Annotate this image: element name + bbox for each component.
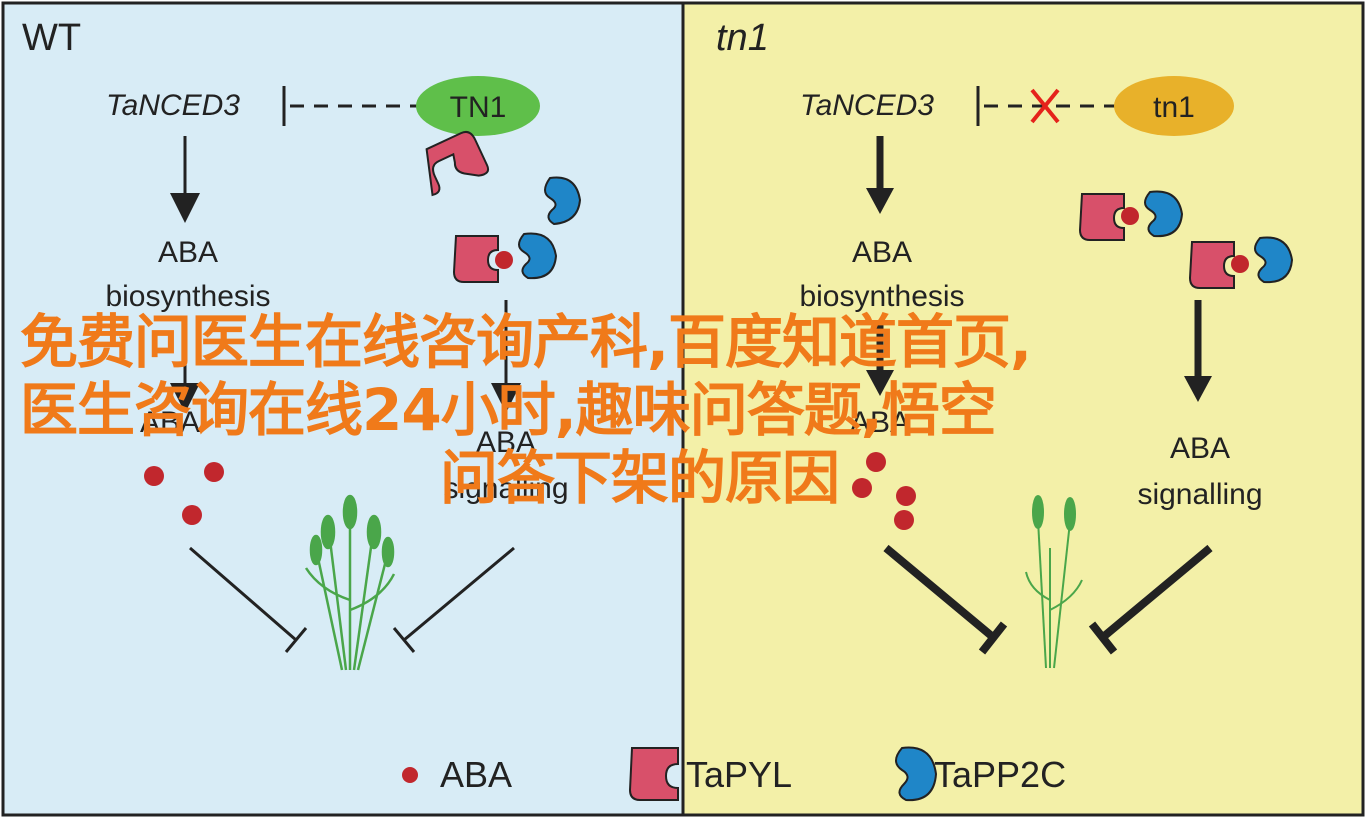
tn1-panel — [681, 1, 1365, 817]
tn1-wheat-plant-icon — [1025, 495, 1083, 669]
wt-aba-dot-2 — [204, 462, 224, 482]
wt-gene-label: TaNCED3 — [106, 89, 240, 122]
legend-aba-dot-icon — [402, 767, 418, 783]
overlay-line-3: 问答下架的原因 — [440, 444, 840, 512]
wt-aba-dot-3 — [182, 505, 202, 525]
wt-panel — [1, 1, 685, 817]
wt-pyl-bound-icon — [452, 235, 499, 283]
tn1-mutant-protein — [1114, 76, 1234, 136]
tn1-panel-title: tn1 — [716, 17, 769, 59]
wt-inhibit-right — [392, 546, 515, 653]
overlay-line-2: 医生咨询在线24小时,趣味问答题,悟空 — [20, 376, 997, 444]
tn1-gene-label: TaNCED3 — [800, 89, 934, 122]
legend-pyl-icon — [628, 747, 679, 801]
tn1-aba-dot-4 — [894, 510, 914, 530]
legend-pp2c-label: TaPP2C — [934, 754, 1066, 795]
tn1-aba-label: ABA — [850, 406, 910, 439]
tn1-aba-biosynthesis-line2: biosynthesis — [799, 280, 964, 313]
wt-aba-biosynthesis-line2: biosynthesis — [105, 280, 270, 313]
tn1-aba-signalling-line2: signalling — [1137, 478, 1262, 511]
tn1-aba-dot-1 — [866, 452, 886, 472]
wt-pp2c-free-icon — [544, 176, 582, 226]
wt-aba-label: ABA — [140, 406, 200, 439]
tn1-aba-dot-3 — [896, 486, 916, 506]
wt-pyl-free-icon — [425, 130, 490, 197]
tn1-aba-dot-2 — [852, 478, 872, 498]
tn1-arrowhead-1 — [866, 188, 894, 214]
tn1-aba-bound-dot-1 — [1121, 207, 1139, 225]
wt-inhibit-left — [189, 546, 308, 653]
wt-wheat-plant-icon — [304, 494, 396, 671]
tn1-pyl-bound-icon-1 — [1078, 193, 1125, 241]
legend-pp2c-icon — [895, 746, 938, 802]
tn1-pp2c-bound-icon-2 — [1254, 236, 1294, 284]
wt-panel-title: WT — [22, 17, 81, 59]
tn1-pyl-bound-icon-2 — [1188, 241, 1235, 289]
wt-tn1-label: TN1 — [450, 91, 507, 124]
tn1-aba-signalling-line1: ABA — [1170, 432, 1230, 465]
wt-aba-bound-dot — [495, 251, 513, 269]
tn1-inhibit-right — [1088, 544, 1213, 655]
wt-pp2c-bound-icon — [518, 232, 558, 280]
tn1-aba-bound-dot-2 — [1231, 255, 1249, 273]
overlay-caption: 免费问医生在线咨询产科,百度知道首页, 医生咨询在线24小时,趣味问答题,悟空 … — [20, 308, 1320, 512]
wt-aba-signalling-line2: signalling — [443, 472, 568, 505]
tn1-mutant-label: tn1 — [1153, 91, 1195, 124]
legend-aba-label: ABA — [440, 754, 512, 795]
legend-pyl-label: TaPYL — [686, 754, 792, 795]
tn1-inhibit-left — [883, 544, 1008, 655]
tn1-aba-biosynthesis-line1: ABA — [852, 236, 912, 269]
tn1-pp2c-bound-icon-1 — [1144, 190, 1184, 238]
wt-aba-signalling-line1: ABA — [476, 426, 536, 459]
wt-aba-dot-1 — [144, 466, 164, 486]
wt-aba-biosynthesis-line1: ABA — [158, 236, 218, 269]
cross-icon — [1030, 88, 1060, 124]
tn1-arrowhead-3 — [1184, 376, 1212, 402]
wt-tn1-protein — [416, 76, 540, 136]
overlay-line-1: 免费问医生在线咨询产科,百度知道首页, — [20, 308, 1032, 376]
tn1-arrowhead-2 — [866, 370, 894, 396]
